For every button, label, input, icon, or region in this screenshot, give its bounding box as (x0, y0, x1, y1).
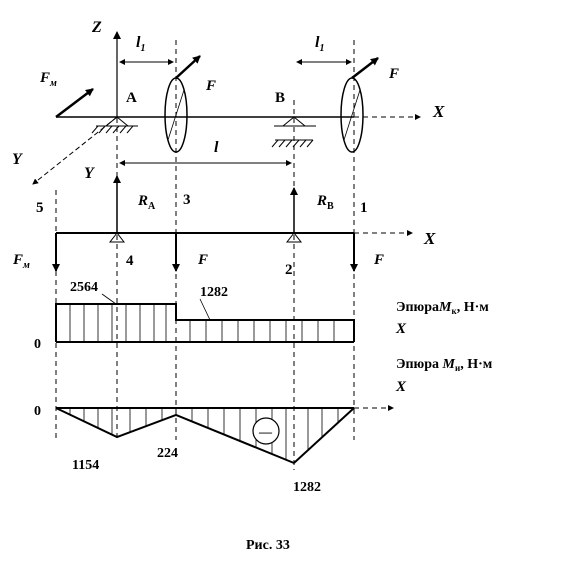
support-a-label: A (126, 90, 137, 106)
torque-value-left: 2564 (70, 280, 98, 295)
dim-l1-right-label: l1 (315, 34, 324, 54)
bending-hatching (69, 408, 339, 460)
gear-left-force-arrow (175, 55, 201, 79)
torque-axis-label: X (395, 321, 407, 337)
beam-scheme: X 5 3 1 4 2 RA RB Fм F F (12, 175, 436, 278)
point-3-label: 3 (183, 192, 191, 208)
torque-outline (55, 303, 355, 342)
beam-force-f-right-label: F (373, 252, 384, 268)
support-b-label: B (275, 90, 285, 106)
gear-right-force-arrow (351, 57, 379, 79)
dim-l-span-label: l (214, 139, 219, 156)
bending-value-3: 1282 (293, 480, 321, 495)
torque-title: ЭпюраMк, Н·м (396, 300, 489, 316)
bending-outline (55, 407, 355, 465)
bending-sign: — (258, 424, 273, 439)
point-2-label: 2 (285, 262, 293, 278)
torque-value-right: 1282 (200, 285, 228, 300)
coupling-force-arrow (55, 88, 94, 118)
torque-zero-label: 0 (34, 337, 41, 352)
torque-diagram: 0 2564 1282 ЭпюраMк, Н·м X (34, 280, 489, 352)
y-axis-label-1: Y (12, 151, 23, 168)
dim-l1-left-label: l1 (136, 34, 145, 54)
support-b (271, 116, 316, 148)
x-axis-top-label: X (432, 102, 445, 121)
reaction-b-label: RB (316, 193, 334, 212)
beam-force-fm-label: Fм (12, 252, 30, 271)
point-4-label: 4 (126, 253, 134, 269)
x-axis-beam-label: X (423, 229, 436, 248)
bending-title: Эпюра Mи, Н·м (396, 357, 493, 373)
bending-sign-circle (252, 417, 280, 445)
beam-support-b (285, 232, 303, 243)
bending-value-1: 1154 (72, 458, 99, 473)
point-1-label: 1 (360, 200, 368, 216)
beam-force-f-left-label: F (197, 252, 208, 268)
torque-hatching (69, 304, 335, 342)
reaction-a-label: RA (137, 193, 156, 212)
coupling-force-label: Fм (39, 70, 57, 89)
point-5-label: 5 (36, 200, 44, 216)
beam-support-a (108, 232, 126, 243)
y-axis-label-2: Y (84, 165, 95, 182)
z-axis-label: Z (91, 19, 102, 36)
bending-diagram: — 0 1154 224 1282 Эпюра Mи, Н·м X (34, 357, 493, 495)
spatial-scheme: Z X Y Y Fм A (12, 19, 445, 185)
bending-value-2: 224 (157, 446, 178, 461)
support-a (91, 116, 138, 134)
figure-caption: Рис. 33 (246, 538, 290, 553)
gear-right-force-label: F (388, 66, 399, 82)
bending-axis-label: X (395, 379, 407, 395)
bending-zero-label: 0 (34, 404, 41, 419)
gear-left-force-label: F (205, 78, 216, 94)
